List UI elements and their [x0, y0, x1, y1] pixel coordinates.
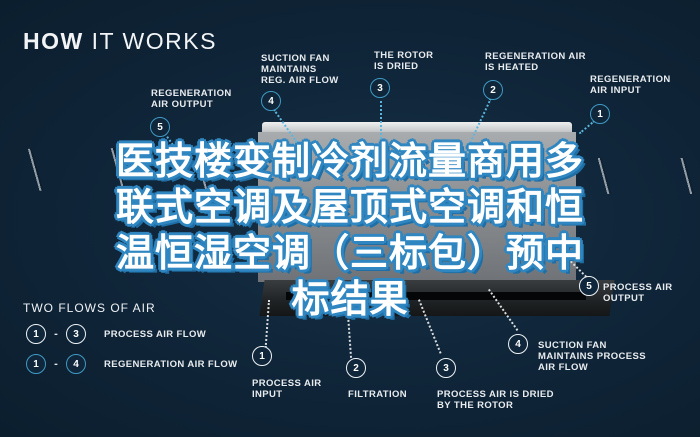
callout-badge-top-2: 2: [483, 80, 503, 100]
machine-body: [258, 132, 576, 282]
callout-badge-top-3: 3: [370, 78, 390, 98]
callout-badge-bottom-5: 5: [579, 276, 599, 296]
title-bold: HOW: [23, 28, 84, 54]
title-rest: IT WORKS: [83, 28, 217, 54]
legend-title: TWO FLOWS OF AIR: [23, 301, 156, 315]
callout-badge-top-1: 1: [590, 104, 610, 124]
legend-label-process: PROCESS AIR FLOW: [104, 328, 207, 340]
connector-line-top-1: [578, 120, 596, 135]
legend-dash: -: [54, 328, 58, 340]
callout-badge-top-5: 5: [150, 117, 170, 137]
page-title: HOW IT WORKS: [23, 28, 217, 55]
legend-row-regeneration: 1 - 4 REGENERATION AIR FLOW: [26, 354, 237, 374]
callout-badge-top-4: 4: [261, 91, 281, 111]
callout-badge-bottom-2: 2: [346, 358, 366, 378]
headline-overlay: 医技楼变制冷剂流量商用多联式空调及屋顶式空调和恒温恒湿空调（三标包）预中标结果: [115, 139, 584, 321]
callout-label-suction-fan-reg: SUCTION FAN MAINTAINS REG. AIR FLOW: [261, 53, 339, 86]
callout-label-process-air-output: PROCESS AIR OUTPUT: [603, 282, 673, 304]
callout-badge-bottom-4: 4: [508, 334, 528, 354]
legend-badge-from: 1: [26, 324, 46, 344]
machine-top: [262, 122, 572, 134]
legend-label-regeneration: REGENERATION AIR FLOW: [104, 358, 238, 370]
machine-slot: [286, 292, 586, 300]
callout-label-suction-fan-process: SUCTION FAN MAINTAINS PROCESS AIR FLOW: [538, 340, 646, 373]
legend-badge-to: 4: [66, 354, 86, 374]
callout-badge-bottom-1: 1: [252, 346, 272, 366]
callout-badge-bottom-3: 3: [436, 358, 456, 378]
callout-label-regeneration-heated: REGENERATION AIR IS HEATED: [485, 51, 586, 73]
legend-badge-from: 1: [26, 354, 46, 374]
callout-label-rotor-dried: THE ROTOR IS DRIED: [374, 50, 434, 72]
callout-label-filtration: FILTRATION: [348, 389, 408, 400]
callout-label-process-dried: PROCESS AIR IS DRIED BY THE ROTOR: [437, 389, 554, 411]
callout-label-regeneration-air-input: REGENERATION AIR INPUT: [590, 74, 671, 96]
callout-label-process-air-input: PROCESS AIR INPUT: [252, 378, 322, 400]
legend-row-process: 1 - 3 PROCESS AIR FLOW: [26, 324, 206, 344]
right-duct: [568, 158, 700, 194]
legend-dash: -: [54, 358, 58, 370]
legend-badge-to: 3: [66, 324, 86, 344]
connector-line-top-3: [380, 96, 382, 151]
callout-label-regeneration-air-output: REGENERATION AIR OUTPUT: [151, 88, 232, 110]
